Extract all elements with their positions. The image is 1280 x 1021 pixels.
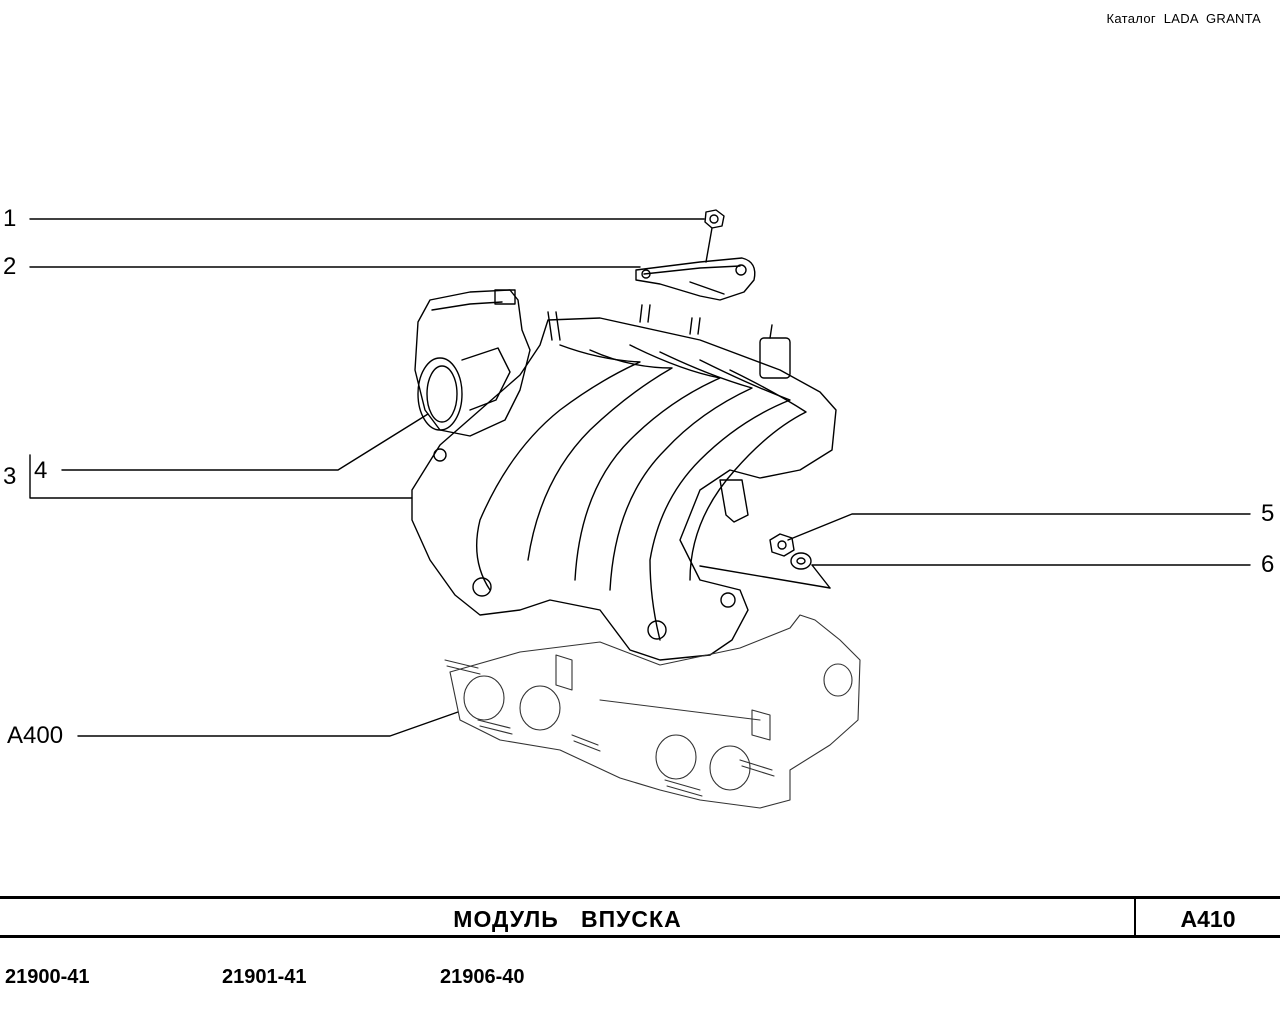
throttle-body: [414, 289, 531, 437]
model-number: 21900-41: [5, 966, 90, 988]
callout-4: 4: [34, 457, 48, 484]
title-divider: [1134, 899, 1136, 935]
bracket-part-2: [635, 257, 756, 301]
callout-6: 6: [1261, 551, 1275, 578]
nut-part-5: [769, 533, 795, 557]
title-block: МОДУЛЬ ВПУСКА A410: [0, 896, 1280, 938]
nut-part-1: [704, 209, 725, 263]
catalog-header: Каталог LADA GRANTA: [1106, 11, 1261, 26]
gasket-a400: [444, 614, 861, 809]
callout-3: 3: [3, 463, 17, 490]
callout-1: 1: [3, 205, 17, 232]
page-code: A410: [1180, 906, 1236, 932]
callout-2: 2: [3, 253, 17, 280]
callout-a400: A400: [7, 722, 64, 749]
intake-manifold: [411, 304, 837, 661]
leader-lines: [29, 218, 1251, 737]
model-number: 21906-40: [440, 966, 525, 988]
exploded-parts-drawing: [29, 209, 1251, 809]
callout-5: 5: [1261, 500, 1275, 527]
model-number: 21901-41: [222, 966, 307, 988]
page-title: МОДУЛЬ ВПУСКА: [453, 906, 682, 932]
washer-part-6: [790, 552, 812, 570]
